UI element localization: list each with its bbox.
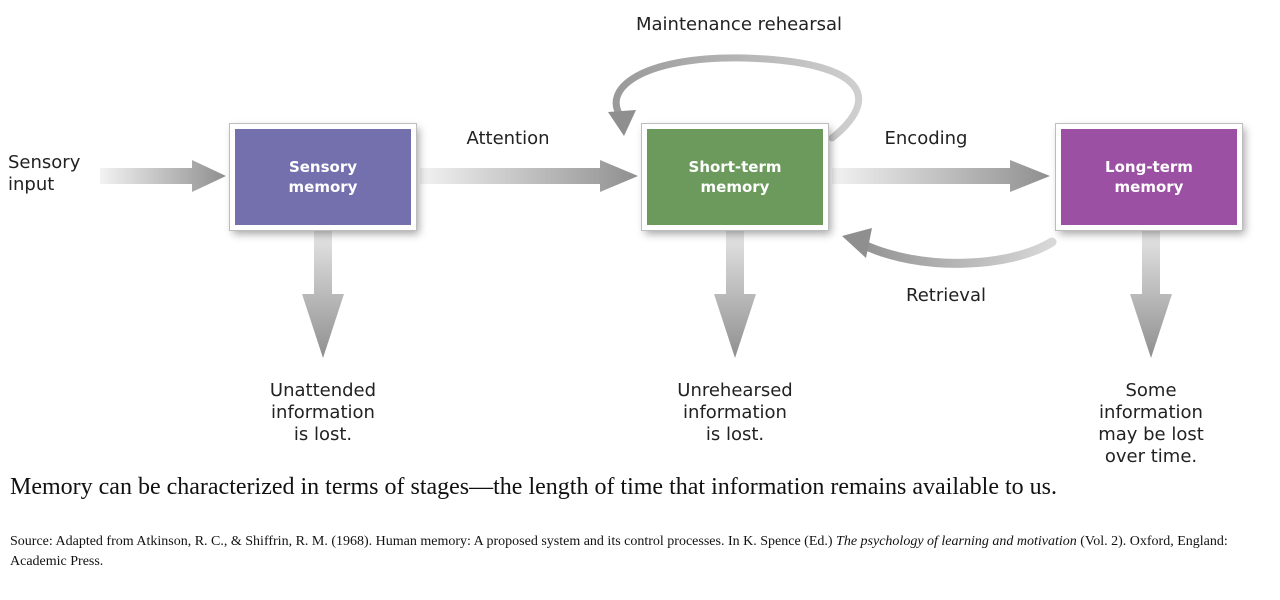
arrow-retrieval	[857, 237, 1057, 268]
arrow-encoding	[832, 160, 1050, 192]
short-term-memory-box: Short-term memory	[642, 124, 828, 230]
short-term-memory-label: Short-term memory	[688, 158, 782, 196]
sensory-memory-label: Sensory memory	[288, 158, 358, 196]
sensory-input-label: Sensory input	[8, 152, 81, 195]
long-term-memory-box: Long-term memory	[1056, 124, 1242, 230]
encoding-label: Encoding	[884, 128, 968, 149]
figure-caption: Memory can be characterized in terms of …	[10, 474, 1057, 500]
maintenance-rehearsal-label: Maintenance rehearsal	[635, 14, 843, 35]
sensory-memory-box: Sensory memory	[230, 124, 416, 230]
retrieval-label: Retrieval	[906, 285, 986, 306]
retrieval-arrowhead	[842, 228, 872, 258]
memory-flow-diagram	[100, 54, 1172, 358]
source-suffix: (Vol. 2). Oxford, England: Academic Pres…	[10, 534, 1228, 569]
sensory-loss-label: Unattended information is lost.	[269, 380, 377, 445]
attention-label: Attention	[466, 128, 550, 149]
arrow-long-term-loss	[1130, 230, 1172, 358]
maintenance-arrowhead	[608, 110, 636, 136]
arrow-sensory-loss	[302, 230, 344, 358]
arrow-maintenance-rehearsal	[612, 54, 863, 142]
source-book-title: The psychology of learning and motivatio…	[836, 534, 1077, 549]
source-citation: Source: Adapted from Atkinson, R. C., & …	[10, 532, 1270, 572]
arrow-attention	[420, 160, 638, 192]
long-term-loss-label: Some information may be lost over time.	[1098, 380, 1204, 467]
long-term-memory-label: Long-term memory	[1105, 158, 1193, 196]
arrow-sensory-input	[100, 160, 226, 192]
short-term-loss-label: Unrehearsed information is lost.	[677, 380, 793, 445]
source-prefix: Source: Adapted from Atkinson, R. C., & …	[10, 534, 837, 549]
arrow-short-term-loss	[714, 230, 756, 358]
